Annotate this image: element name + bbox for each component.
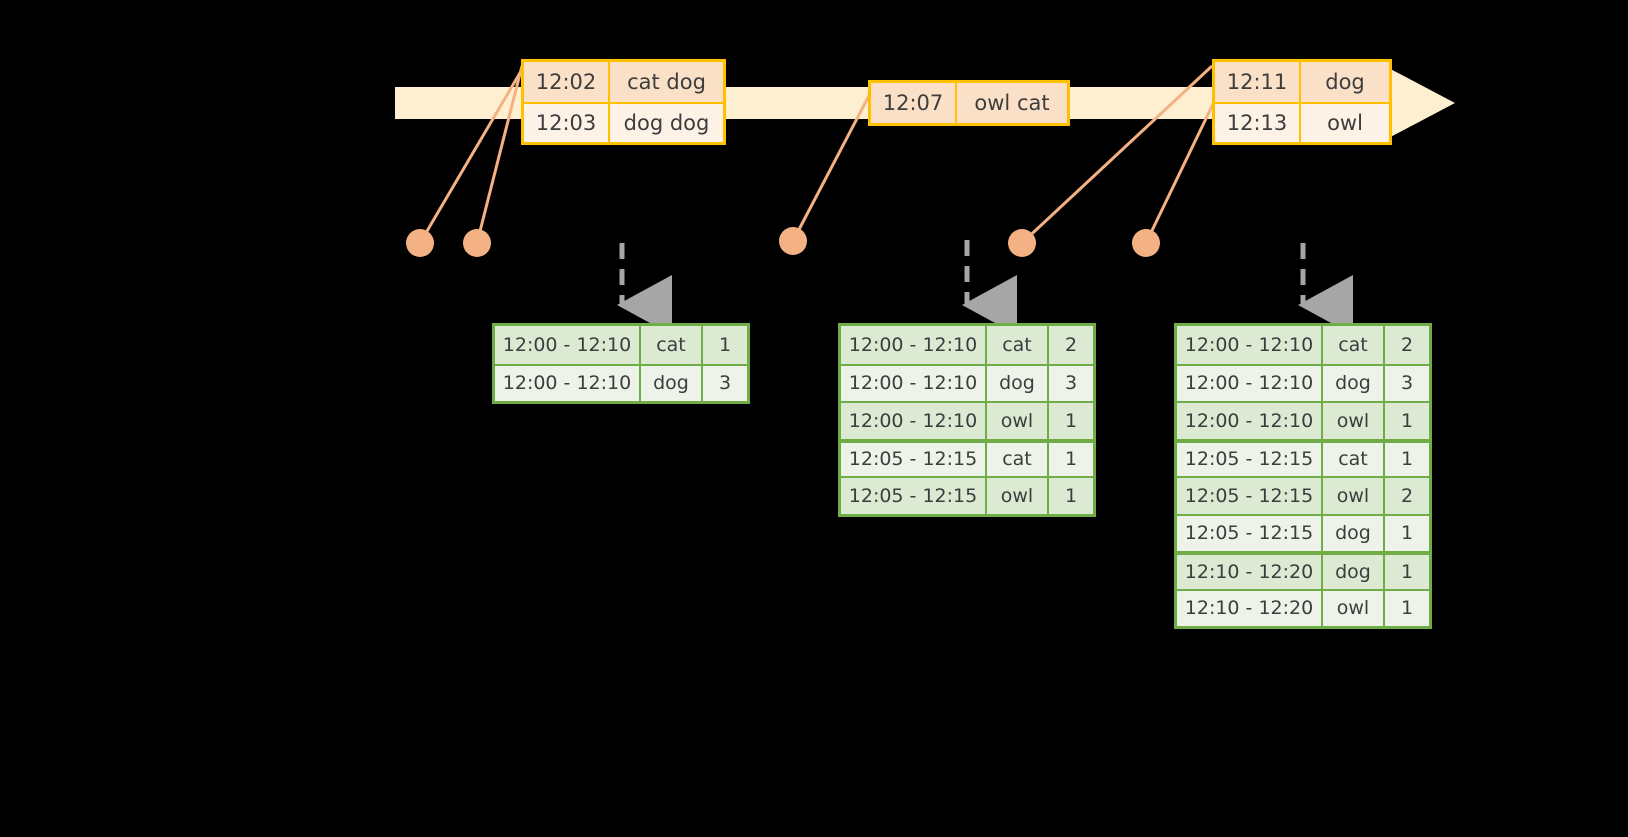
cell-key: owl	[987, 478, 1049, 514]
cell-window: 12:10 - 12:20	[1177, 590, 1323, 626]
event-words: dog	[1325, 70, 1365, 94]
cell-count: 3	[718, 372, 732, 395]
event-marker-dot-5	[1132, 229, 1160, 257]
cell-count: 1	[1064, 409, 1078, 432]
cell-key: owl	[1323, 590, 1385, 626]
event-row[interactable]: 12:03 dog dog	[524, 102, 723, 142]
cell-count: 2	[1064, 333, 1078, 356]
cell-window: 12:05 - 12:15	[841, 442, 987, 476]
cell-key: owl	[1323, 403, 1385, 439]
cell-window: 12:05 - 12:15	[1177, 478, 1323, 514]
cell-window: 12:05 - 12:15	[1177, 442, 1323, 476]
event-marker-dot-3	[779, 227, 807, 255]
event-row[interactable]: 12:02 cat dog	[524, 62, 723, 102]
cell-key: dog	[1323, 515, 1385, 551]
cell-count: 1	[1400, 522, 1414, 545]
cell-key: cat	[1323, 442, 1385, 476]
event-group-1[interactable]: 12:02 cat dog 12:03 dog dog	[521, 59, 726, 145]
cell-window: 12:00 - 12:10	[495, 326, 641, 364]
cell-count: 1	[1400, 560, 1414, 583]
event-time: 12:07	[871, 83, 957, 123]
cell-key: dog	[1323, 555, 1385, 589]
event-time: 12:11	[1215, 62, 1301, 102]
cell-key: cat	[1323, 326, 1385, 364]
event-words: owl	[1327, 111, 1363, 135]
connector-line-1	[418, 65, 526, 244]
cell-key: dog	[1323, 365, 1385, 401]
event-marker-dot-4	[1008, 229, 1036, 257]
event-row[interactable]: 12:13 owl	[1215, 102, 1389, 142]
event-words: owl cat	[974, 91, 1050, 115]
cell-window: 12:00 - 12:10	[841, 403, 987, 439]
cell-key: dog	[987, 365, 1049, 401]
event-time: 12:02	[524, 62, 610, 102]
cell-window: 12:00 - 12:10	[1177, 403, 1323, 439]
event-marker-dot-2	[463, 229, 491, 257]
event-row[interactable]: 12:07 owl cat	[871, 83, 1067, 123]
event-time: 12:13	[1215, 104, 1301, 142]
event-group-3[interactable]: 12:11 dog 12:13 owl	[1212, 59, 1392, 145]
cell-key: cat	[987, 442, 1049, 476]
event-words: cat dog	[627, 70, 706, 94]
cell-window: 12:10 - 12:20	[1177, 555, 1323, 589]
cell-count: 3	[1064, 372, 1078, 395]
cell-window: 12:00 - 12:10	[495, 365, 641, 401]
cell-key: dog	[641, 365, 703, 401]
cell-key: owl	[987, 403, 1049, 439]
cell-key: owl	[1323, 478, 1385, 514]
event-time: 12:03	[524, 104, 610, 142]
event-words: dog dog	[623, 111, 710, 135]
cell-window: 12:00 - 12:10	[841, 365, 987, 401]
cell-count: 1	[1400, 409, 1414, 432]
cell-window: 12:05 - 12:15	[1177, 515, 1323, 551]
cell-window: 12:00 - 12:10	[1177, 326, 1323, 364]
cell-key: cat	[987, 326, 1049, 364]
cell-window: 12:00 - 12:10	[841, 326, 987, 364]
cell-count: 1	[1400, 448, 1414, 471]
event-marker-dot-1	[406, 229, 434, 257]
cell-window: 12:00 - 12:10	[1177, 365, 1323, 401]
cell-key: cat	[641, 326, 703, 364]
event-group-2[interactable]: 12:07 owl cat	[868, 80, 1070, 126]
cell-count: 2	[1400, 333, 1414, 356]
cell-count: 2	[1400, 484, 1414, 507]
cell-window: 12:05 - 12:15	[841, 478, 987, 514]
event-row[interactable]: 12:11 dog	[1215, 62, 1389, 102]
cell-count: 3	[1400, 372, 1414, 395]
cell-count: 1	[1064, 484, 1078, 507]
connector-line-5	[1144, 101, 1216, 244]
connector-line-3	[791, 87, 875, 242]
cell-count: 1	[1064, 448, 1078, 471]
connector-line-2	[475, 65, 524, 244]
cell-count: 1	[718, 333, 732, 356]
cell-count: 1	[1400, 597, 1414, 620]
